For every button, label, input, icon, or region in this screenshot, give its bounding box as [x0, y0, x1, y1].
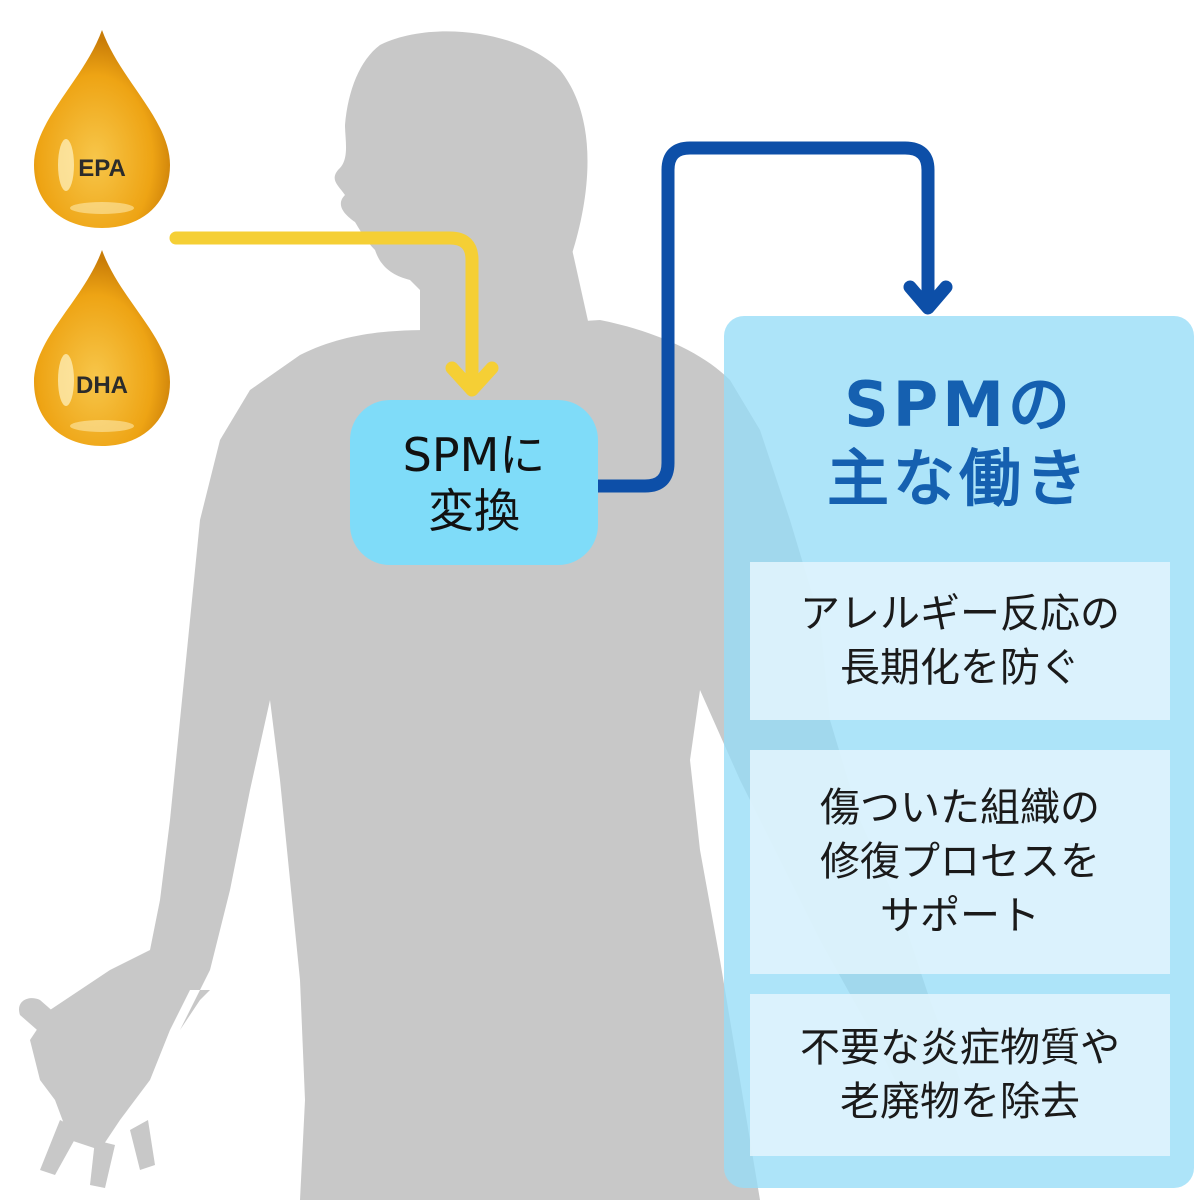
card-text-line: 修復プロセスを [820, 839, 1100, 885]
epa-drop-icon [34, 30, 170, 228]
dha-drop-icon [34, 250, 170, 446]
blue-arrow [591, 141, 953, 493]
conversion-line-2: 変換 [428, 483, 520, 538]
conversion-line-1: SPMに [402, 427, 546, 482]
function-card-removal: 不要な炎症物質や 老廃物を除去 [750, 994, 1170, 1156]
yellow-arrow [169, 231, 499, 397]
panel-title-line-1: SPMの [844, 368, 1074, 441]
panel-title: SPMの 主な働き [724, 368, 1194, 516]
card-text-line: サポート [880, 893, 1040, 939]
epa-label: EPA [78, 155, 126, 182]
panel-title-line-2: 主な働き [826, 442, 1091, 515]
spm-conversion-box: SPMに 変換 [350, 400, 598, 565]
card-text-line: 老廃物を除去 [840, 1079, 1080, 1125]
card-text-line: 傷ついた組織の [820, 785, 1100, 831]
function-card-repair: 傷ついた組織の 修復プロセスを サポート [750, 750, 1170, 974]
card-text-line: アレルギー反応の [800, 591, 1120, 637]
card-text-line: 不要な炎症物質や [800, 1025, 1120, 1071]
card-text-line: 長期化を防ぐ [840, 645, 1080, 691]
function-card-allergy: アレルギー反応の 長期化を防ぐ [750, 562, 1170, 720]
dha-label: DHA [76, 372, 128, 399]
spm-functions-panel: SPMの 主な働き アレルギー反応の 長期化を防ぐ 傷ついた組織の 修復プロセス… [724, 316, 1194, 1188]
